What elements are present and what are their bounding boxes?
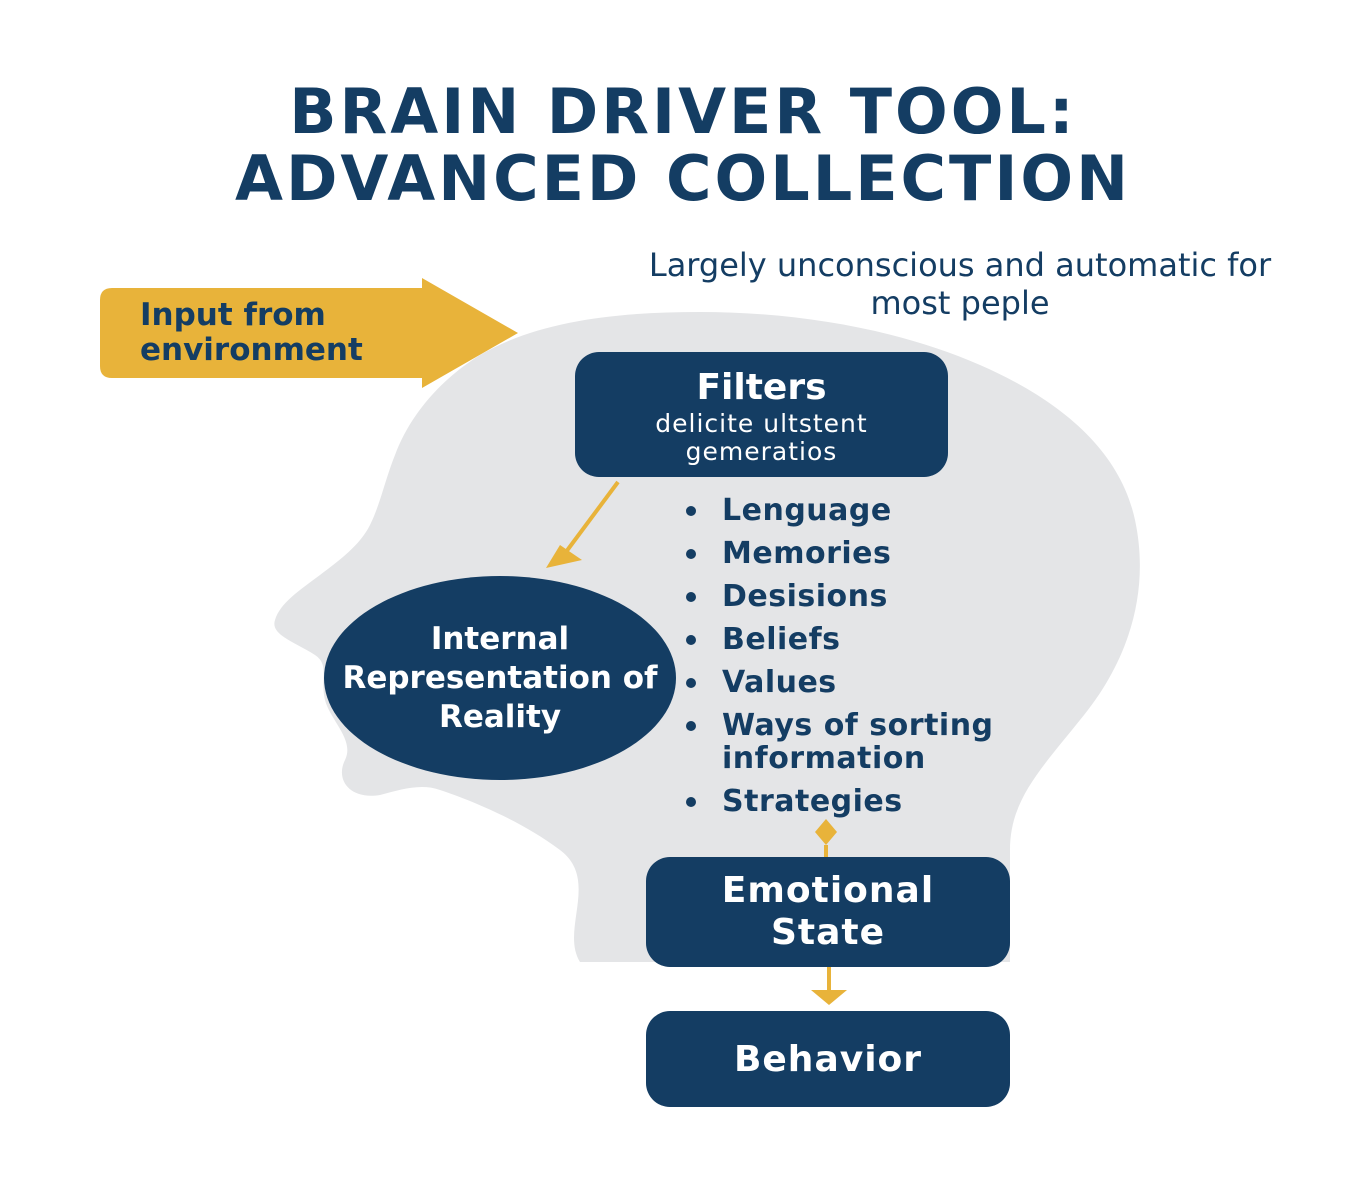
- filter-list-item-label: Strategies: [722, 784, 903, 819]
- behavior-box: Behavior: [646, 1011, 1010, 1107]
- input-arrow-label: Input from environment: [140, 297, 363, 368]
- bullet-icon: [686, 721, 696, 731]
- filter-list-item-label: Desisions: [722, 579, 888, 614]
- page-title-line-1: BRAIN DRIVER TOOL:: [289, 75, 1077, 148]
- filters-box: Filters delicite ultstent gemeratios: [575, 352, 948, 477]
- behavior-label: Behavior: [733, 1038, 923, 1080]
- filters-to-representation-arrowhead: [546, 545, 582, 568]
- filter-list-item-label: Lenguage: [722, 493, 892, 528]
- page-title: BRAIN DRIVER TOOL: ADVANCED COLLECTION: [0, 78, 1366, 212]
- filter-list-item-label: Memories: [722, 536, 892, 571]
- page-title-line-2: ADVANCED COLLECTION: [234, 142, 1132, 215]
- bullet-icon: [686, 797, 696, 807]
- filter-list-item: Beliefs: [682, 623, 1102, 656]
- bullet-icon: [686, 678, 696, 688]
- emotional-to-behavior-arrowhead: [811, 990, 847, 1005]
- unconscious-note: Largely unconscious and automatic for mo…: [648, 246, 1272, 322]
- filter-list-item-label: Beliefs: [722, 622, 841, 657]
- filters-subtitle: delicite ultstent gemeratios: [655, 409, 868, 466]
- filter-list-item: Desisions: [682, 580, 1102, 613]
- input-arrow: [100, 278, 518, 388]
- bullet-icon: [686, 592, 696, 602]
- filter-list-item: Values: [682, 666, 1102, 699]
- internal-representation-label: Internal Representation of Reality: [342, 620, 658, 735]
- filter-list-item: Lenguage: [682, 494, 1102, 527]
- filter-list-item-label: Values: [722, 665, 837, 700]
- bullet-icon: [686, 506, 696, 516]
- filter-list: Lenguage Memories Desisions Beliefs Valu…: [682, 494, 1102, 828]
- filter-list-item: Strategies: [682, 785, 1102, 818]
- filters-to-representation-arrow: [558, 480, 620, 562]
- filters-title: Filters: [696, 367, 827, 408]
- strategies-connector-diamond: [815, 819, 837, 845]
- emotional-state-box: Emotional State: [646, 857, 1010, 967]
- internal-representation-circle: Internal Representation of Reality: [324, 576, 676, 780]
- emotional-state-label: Emotional State: [721, 870, 935, 953]
- filter-list-item: Memories: [682, 537, 1102, 570]
- filter-list-item-label: Ways of sorting information: [722, 708, 994, 776]
- bullet-icon: [686, 635, 696, 645]
- bullet-icon: [686, 549, 696, 559]
- filter-list-item: Ways of sorting information: [682, 709, 1102, 775]
